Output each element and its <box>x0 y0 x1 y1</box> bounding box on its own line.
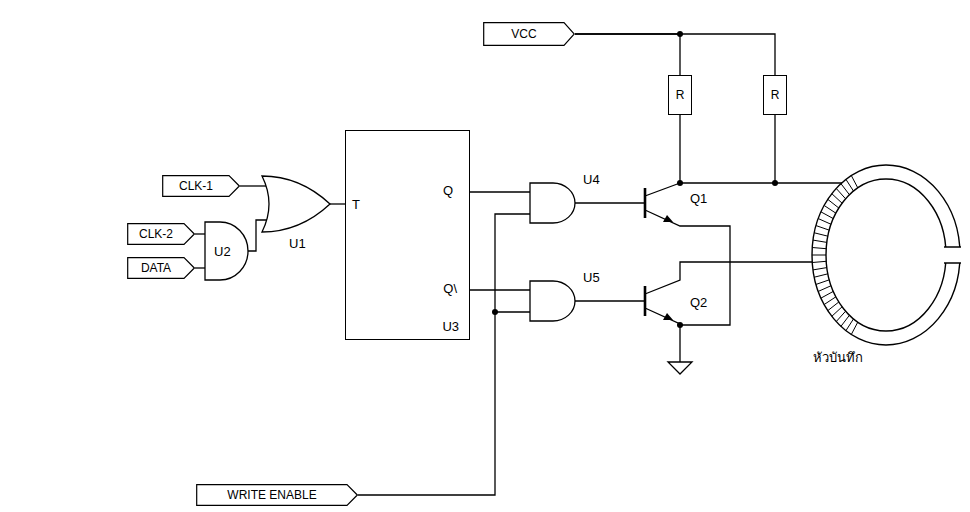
ground-symbol <box>668 362 692 374</box>
winding-stroke <box>828 199 839 208</box>
winding-stroke <box>841 315 850 326</box>
winding-stroke <box>836 188 845 198</box>
and-gate <box>530 183 575 223</box>
terminal-label: CLK-1 <box>179 179 213 194</box>
transistor-base <box>644 286 647 316</box>
pin-label: U3 <box>442 319 459 335</box>
terminal-label: VCC <box>511 27 536 42</box>
terminal-shape <box>163 176 240 197</box>
transistor-name: Q2 <box>689 295 708 310</box>
winding-stroke <box>816 280 829 285</box>
gate-name: U2 <box>213 244 232 259</box>
winding-stroke <box>821 212 833 219</box>
input-terminal: CLK-1 <box>162 175 240 197</box>
terminal-label: WRITE ENABLE <box>227 488 316 503</box>
part-caption: หัวบันทึก <box>812 350 864 365</box>
winding-stroke <box>813 240 827 242</box>
head-gap <box>943 247 965 263</box>
winding-stroke <box>812 261 826 262</box>
terminal-shape <box>484 23 575 46</box>
winding-stroke <box>832 307 842 317</box>
junction-dot <box>677 322 683 328</box>
gate-name: U1 <box>288 236 307 251</box>
input-terminal: CLK-2 <box>127 223 195 245</box>
winding-stroke <box>832 194 842 204</box>
coil-windings <box>812 176 858 335</box>
gate-name: U4 <box>582 172 601 187</box>
winding-stroke <box>818 219 831 225</box>
pin-label: Q\ <box>443 281 457 297</box>
q-wire <box>470 191 530 192</box>
terminal-label: R <box>676 88 685 103</box>
terminal-label: DATA <box>141 261 171 276</box>
terminal-label: R <box>771 88 780 103</box>
winding-stroke <box>812 248 826 249</box>
terminal-shape <box>197 485 358 506</box>
terminal-shape <box>128 258 195 279</box>
pin-label: T <box>352 197 360 213</box>
supply-terminal: VCC <box>483 22 575 46</box>
winding-stroke <box>851 176 858 188</box>
q1-collector <box>645 183 680 196</box>
head-core-outer <box>812 165 960 345</box>
clk1-wire <box>240 185 268 186</box>
q1-emitter-wire <box>645 210 730 325</box>
winding-stroke <box>824 297 836 305</box>
winding-stroke <box>846 179 854 191</box>
qbar-wire <box>470 289 530 290</box>
terminal-label: CLK-2 <box>139 227 173 242</box>
and-gate <box>205 222 248 280</box>
winding-stroke <box>824 206 836 214</box>
write-enable-branch <box>495 311 530 312</box>
winding-stroke <box>846 319 854 331</box>
gate-name: U5 <box>582 270 601 285</box>
data-wire <box>195 267 205 268</box>
terminal-shape <box>128 224 195 245</box>
q2-collector-wire <box>645 262 812 294</box>
emitter-arrow <box>663 215 673 222</box>
or-gate <box>262 176 330 232</box>
supply-wire <box>680 115 775 183</box>
q2-emitter-ground-wire <box>645 308 680 362</box>
base-wire-q2 <box>575 300 645 301</box>
head-gap-edges <box>944 247 961 263</box>
or-to-t-wire <box>330 203 345 204</box>
resistor-symbol: R <box>668 75 692 115</box>
winding-stroke <box>836 311 845 321</box>
head-top-wire <box>775 182 842 183</box>
winding-stroke <box>814 233 828 236</box>
transistor-base <box>644 188 647 218</box>
winding-stroke <box>821 291 833 298</box>
input-terminal: WRITE ENABLE <box>196 484 358 506</box>
emitter-arrow <box>663 313 673 320</box>
winding-stroke <box>818 286 831 292</box>
and-gate <box>530 281 575 321</box>
junction-dot <box>492 309 498 315</box>
winding-stroke <box>814 274 828 277</box>
pin-label: Q <box>443 183 453 199</box>
base-wire-q1 <box>575 202 645 203</box>
clk2-wire <box>195 233 205 234</box>
head-core-inner <box>826 179 946 331</box>
winding-stroke <box>851 322 858 334</box>
resistor-symbol: R <box>763 75 787 115</box>
transistor-name: Q1 <box>689 191 708 206</box>
winding-stroke <box>813 268 827 270</box>
flip-flop-chip: T Q Q\ U3 <box>345 130 470 340</box>
winding-stroke <box>841 184 850 195</box>
supply-wire <box>575 34 775 75</box>
input-terminal: DATA <box>127 257 195 279</box>
winding-stroke <box>828 302 839 311</box>
winding-stroke <box>816 226 829 231</box>
supply-wire <box>575 34 680 75</box>
winding-stroke <box>812 255 826 256</box>
recording-head <box>812 165 965 345</box>
